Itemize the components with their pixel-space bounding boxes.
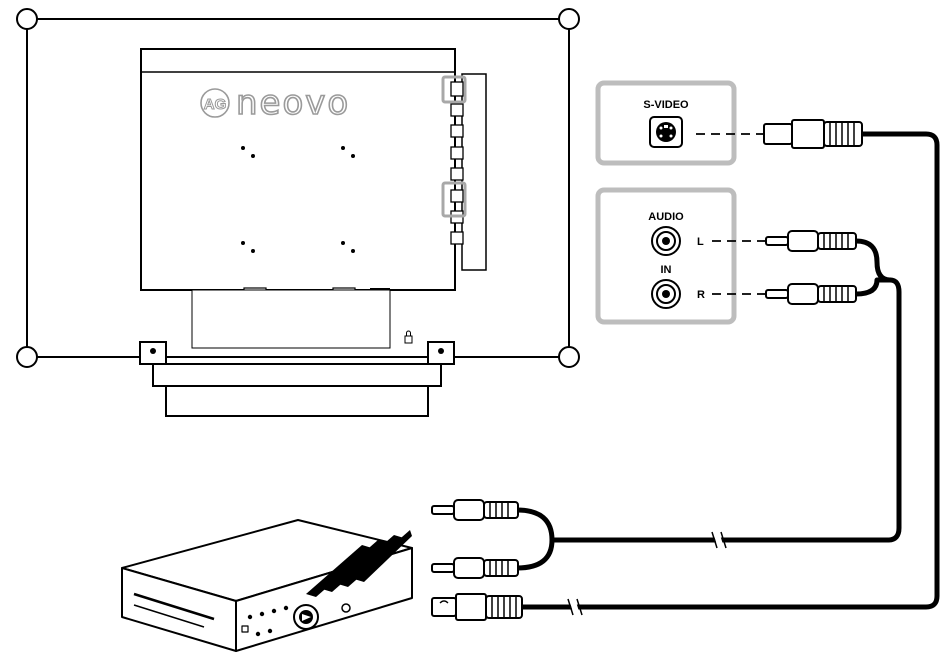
audio-cable-split-top xyxy=(514,507,555,543)
brand-name: neovo xyxy=(236,83,350,123)
side-connector-panel xyxy=(461,73,487,271)
dashed-connection-lines xyxy=(696,133,766,295)
svideo-plug-player xyxy=(431,593,523,621)
monitor-rear: AG neovo xyxy=(16,8,580,417)
audio-cable-left xyxy=(853,238,893,283)
dvd-player xyxy=(121,519,413,652)
highlight-svideo-port xyxy=(441,75,467,104)
highlight-audio-port xyxy=(441,181,467,218)
audio-in-panel: AUDIO IN L R xyxy=(595,187,737,325)
rca-plug-bottom-player xyxy=(431,557,519,579)
lock-icon xyxy=(404,330,413,344)
frame-corner-bottom-left xyxy=(16,346,38,368)
frame-corner-bottom-right xyxy=(558,346,580,368)
rca-plug-top-player xyxy=(431,499,519,521)
vesa-mount-holes xyxy=(241,146,355,253)
dvd-player-jog-dial xyxy=(293,604,319,630)
svideo-plug-monitor xyxy=(763,119,863,149)
audio-cable-right xyxy=(853,277,893,297)
svideo-port-icon xyxy=(649,116,683,148)
rca-jack-right-icon xyxy=(651,279,681,309)
side-connector-ports xyxy=(450,81,464,245)
dvd-player-vents xyxy=(306,530,412,597)
brand-logo-mark: AG xyxy=(204,96,227,113)
cables xyxy=(514,131,940,610)
monitor-back-housing xyxy=(140,48,456,291)
rca-jack-left-icon xyxy=(651,226,681,256)
frame-corner-top-right xyxy=(558,8,580,30)
audio-label: AUDIO xyxy=(648,211,684,223)
svideo-label: S-VIDEO xyxy=(643,99,689,111)
stand-neck xyxy=(191,289,391,349)
in-label: IN xyxy=(661,264,672,276)
audio-cable-combined xyxy=(550,277,902,543)
rca-plug-left-monitor xyxy=(765,230,857,252)
brand-logo: AG neovo xyxy=(200,82,350,124)
audio-cable-split-bottom xyxy=(514,537,555,571)
rca-plug-right-monitor xyxy=(765,283,857,305)
stand-base xyxy=(139,341,455,417)
svideo-cable xyxy=(519,131,940,610)
right-channel-label: R xyxy=(697,289,705,301)
left-channel-label: L xyxy=(697,236,704,248)
dvd-player-buttons xyxy=(247,605,289,637)
frame-corner-top-left xyxy=(16,8,38,30)
cable-break-markers xyxy=(569,531,724,616)
dvd-player-knob xyxy=(341,603,351,613)
svideo-panel: S-VIDEO xyxy=(595,80,737,166)
